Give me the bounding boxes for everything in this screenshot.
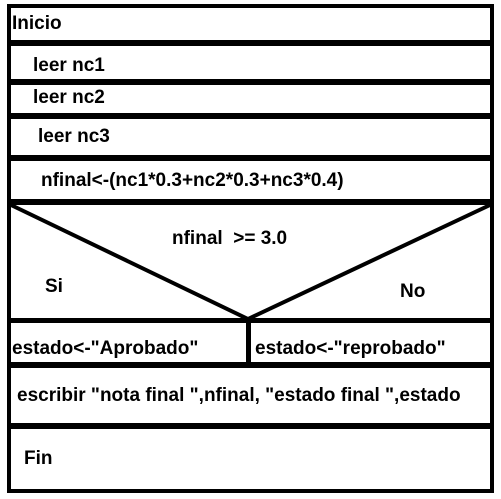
- assign-nfinal-block: [7, 157, 494, 203]
- assign-nfinal-label: nfinal<-(nc1*0.3+nc2*0.3+nc3*0.4): [41, 170, 344, 191]
- no-action-label: estado<-"reprobado": [255, 338, 446, 359]
- read-nc3-label: leer nc3: [38, 126, 110, 147]
- output-label: escribir "nota final ",nfinal, "estado f…: [17, 385, 461, 406]
- start-label: Inicio: [12, 13, 62, 34]
- decision-yes-label: Si: [45, 276, 63, 297]
- read-nc1-label: leer nc1: [33, 55, 105, 76]
- decision-no-label: No: [400, 281, 426, 302]
- read-nc2-label: leer nc2: [33, 87, 105, 108]
- decision-block: [7, 201, 494, 322]
- decision-condition: nfinal >= 3.0: [172, 228, 288, 249]
- yes-action-label: estado<-"Aprobado": [12, 338, 199, 359]
- end-block: [7, 425, 494, 493]
- end-label: Fin: [24, 448, 53, 469]
